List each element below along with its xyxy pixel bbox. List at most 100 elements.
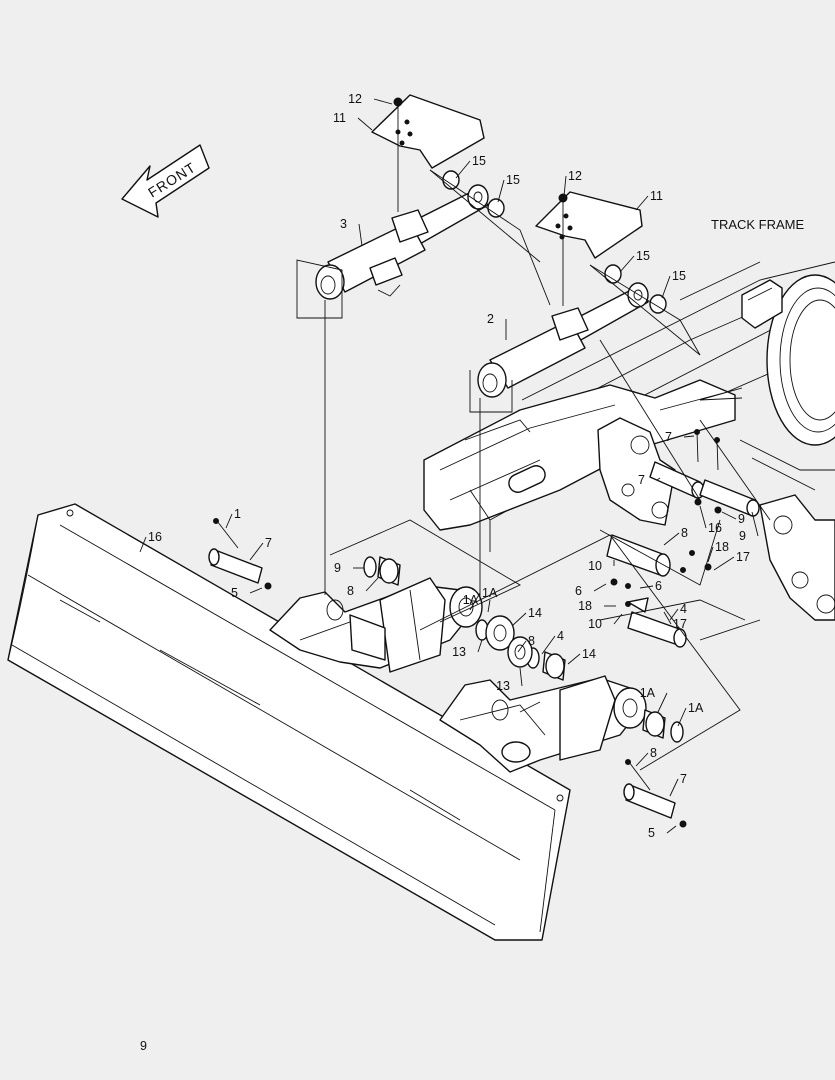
callout-number: 7	[265, 536, 272, 550]
callout-leader-line	[666, 825, 677, 834]
callout-number: 3	[340, 217, 347, 231]
callout-number: 10	[588, 617, 602, 631]
cylinder-3	[315, 184, 489, 300]
assembly-guide-lines	[296, 104, 771, 771]
callout-leader-line	[373, 98, 393, 105]
cover-11-lower	[535, 191, 643, 259]
callout-number: 1A	[640, 686, 656, 700]
callout-leader-line	[656, 477, 661, 481]
callout-leader-line	[358, 223, 363, 247]
callout-number: 1A	[463, 593, 479, 607]
callout-number: 15	[472, 154, 486, 168]
callout-leader-line	[669, 608, 679, 621]
callout-number: 5	[231, 586, 238, 600]
bushings-1A	[377, 556, 666, 739]
callout-leader-line	[751, 511, 759, 537]
callout-leader-line	[613, 613, 623, 625]
callout-number: 17	[736, 550, 750, 564]
callout-leader-line	[657, 692, 668, 713]
callout-leader-line	[663, 611, 672, 625]
callout-number: 9	[739, 529, 746, 543]
callout-leader-line	[487, 599, 491, 613]
callout-leader-line	[455, 160, 471, 179]
callout-number: 14	[582, 647, 596, 661]
push-arms	[269, 577, 647, 773]
callout-number: 8	[347, 584, 354, 598]
callout-number: 8	[681, 526, 688, 540]
callout-number: 18	[578, 599, 592, 613]
callout-number: 7	[638, 473, 645, 487]
callout-leader-line	[669, 778, 679, 797]
callout-number: 7	[680, 772, 687, 786]
pins-4	[606, 534, 687, 648]
callout-number: 13	[496, 679, 510, 693]
seals-8	[363, 556, 684, 743]
callout-leader-line	[707, 546, 714, 563]
callout-number: 9	[140, 1039, 147, 1053]
track-frame: TRACK FRAME	[423, 217, 835, 621]
callout-leader-line	[249, 587, 263, 594]
cover-11-upper	[371, 94, 485, 169]
callout-number: 18	[715, 540, 729, 554]
callout-number: 8	[528, 634, 535, 648]
callout-number: 4	[557, 629, 564, 643]
callout-number: 1A	[482, 586, 498, 600]
callout-leader-line	[635, 752, 649, 767]
callout-number: 6	[575, 584, 582, 598]
dozer-blade	[7, 503, 571, 941]
callout-number: 7	[665, 430, 672, 444]
callout-leader-line	[721, 511, 737, 520]
callout-leader-line	[511, 612, 527, 627]
callout-leader-line	[563, 175, 567, 197]
callout-number: 1	[234, 507, 241, 521]
callout-number: 17	[673, 617, 687, 631]
callout-number: 15	[506, 173, 520, 187]
shims-13-14	[485, 615, 533, 668]
cylinder-2	[477, 282, 649, 398]
callout-leader-line	[683, 435, 695, 438]
callout-leader-line	[663, 532, 680, 546]
callout-number: 10	[588, 559, 602, 573]
callout-number: 12	[568, 169, 582, 183]
callout-leader-line	[365, 577, 379, 592]
callout-leader-line	[519, 667, 523, 687]
callout-leader-line	[699, 505, 707, 529]
callout-leader-line	[677, 707, 687, 727]
track-frame-label: TRACK FRAME	[711, 217, 805, 232]
callout-number: 16	[708, 521, 722, 535]
pins-5	[208, 548, 676, 819]
callout-leader-line	[639, 585, 654, 589]
callout-number: 8	[650, 746, 657, 760]
callout-leader-line	[249, 542, 264, 561]
callout-leader-line	[567, 653, 581, 665]
callout-leader-line	[357, 117, 373, 131]
callout-leader-line	[593, 583, 607, 592]
callout-leader-line	[619, 255, 635, 273]
callout-number: 4	[680, 602, 687, 616]
callout-leader-line	[713, 556, 735, 571]
callout-leader-line	[517, 640, 527, 653]
callout-number: 12	[348, 92, 362, 106]
callout-number: 11	[333, 111, 346, 125]
callout-number: 15	[672, 269, 686, 283]
callout-number: 9	[334, 561, 341, 575]
callout-number: 2	[487, 312, 494, 326]
callout-number: 14	[528, 606, 542, 620]
callout-number: 6	[655, 579, 662, 593]
callout-leader-line	[541, 635, 556, 655]
callout-number: 11	[650, 189, 663, 203]
callout-number: 16	[148, 530, 162, 544]
callout-leader-line	[635, 195, 649, 211]
front-arrow-icon: FRONT	[121, 144, 210, 218]
callout-leader-line	[661, 275, 671, 299]
bolts-7-6-17-18-9-10	[213, 429, 722, 828]
callout-number: 9	[738, 512, 745, 526]
callout-leader-line	[139, 536, 147, 553]
callout-number: 13	[452, 645, 466, 659]
pins-16	[649, 461, 760, 517]
callout-number: 15	[636, 249, 650, 263]
callout-leader-line	[477, 639, 483, 653]
